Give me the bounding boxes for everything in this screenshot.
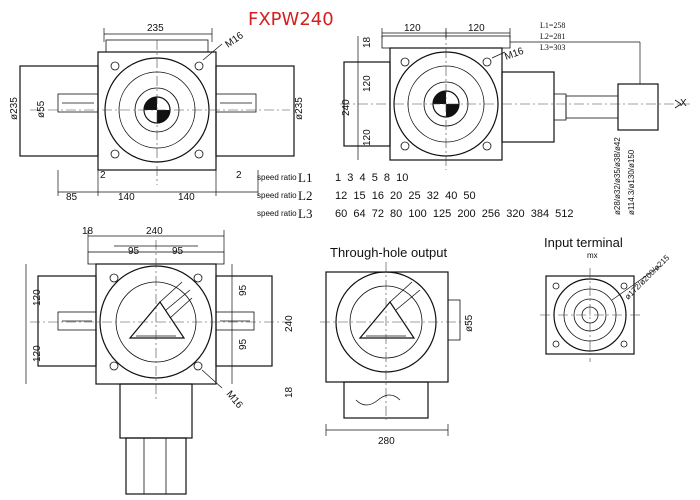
label-input-flange: ø172/ø200/ø215: [623, 253, 672, 302]
speed-ratio-label-2: speed ratio: [257, 191, 297, 200]
bottom-left-view: 18 240 95 95 120 120 95 95 240 18 M16: [25, 226, 295, 495]
len-l1: L1=258: [540, 21, 565, 30]
dim-2-a: 2: [100, 170, 106, 181]
caption-input-sub: mx: [587, 251, 598, 260]
dim-120-f: 120: [32, 345, 43, 362]
len-l3: L3=303: [540, 43, 565, 52]
dim-18-b: 18: [82, 226, 94, 237]
dim-140-a: 140: [118, 192, 135, 203]
label-phi55-a: ø55: [36, 100, 47, 118]
label-x: X: [680, 98, 687, 109]
label-shaft-dims: ø28/ø32/ø35/ø38/ø42: [613, 137, 622, 215]
dim-280: 280: [378, 436, 395, 447]
top-left-view: 235 M16 ø55 ø235 ø235 85 140 140 2 2: [9, 23, 305, 203]
label-phi235-a: ø235: [9, 97, 20, 120]
dim-2-b: 2: [236, 170, 242, 181]
len-l2: L2=281: [540, 32, 565, 41]
dim-140-b: 140: [178, 192, 195, 203]
ratio-key-l1: L1: [298, 170, 312, 185]
dim-120-b: 120: [468, 23, 485, 34]
ratio-key-l2: L2: [298, 188, 312, 203]
ratio-values-l2: 12 15 16 20 25 32 40 50: [335, 190, 476, 202]
label-phi55-b: ø55: [464, 314, 475, 332]
label-flange-dims: ø114.3/ø130/ø150: [627, 149, 636, 215]
caption-input-terminal: Input terminal: [544, 235, 623, 250]
speed-ratio-label-1: speed ratio: [257, 173, 297, 182]
dim-240-c: 240: [284, 315, 295, 332]
dim-85: 85: [66, 192, 78, 203]
ratio-values-l1: 1 3 4 5 8 10: [335, 172, 408, 184]
dim-95-b: 95: [172, 246, 184, 257]
dim-240-b: 240: [146, 226, 163, 237]
dim-240-a: 240: [341, 99, 352, 116]
dim-18-c: 18: [284, 386, 295, 398]
dim-18-a: 18: [362, 36, 373, 48]
top-right-view: 120 120 18 120 120 240 M16 L1=258 L2=281…: [340, 21, 690, 215]
dim-120-a: 120: [404, 23, 421, 34]
speed-ratio-label-3: speed ratio: [257, 209, 297, 218]
through-hole-view: Through-hole output 280 ø55: [320, 245, 475, 447]
ratio-key-l3: L3: [298, 206, 312, 221]
caption-through-hole: Through-hole output: [330, 245, 447, 260]
input-terminal-view: Input terminal mx ø172/ø200/ø215: [540, 235, 672, 362]
label-m16-c: M16: [224, 389, 245, 411]
label-m16-a: M16: [223, 30, 246, 50]
dim-235-top: 235: [147, 23, 164, 34]
dim-120-c: 120: [362, 75, 373, 92]
label-phi235-b: ø235: [294, 97, 305, 120]
dim-120-d: 120: [362, 129, 373, 146]
dim-95-d: 95: [238, 338, 249, 350]
model-title: FXPW240: [248, 9, 334, 30]
ratio-values-l3: 60 64 72 80 100 125 200 256 320 384 512: [335, 208, 574, 220]
dim-95-a: 95: [128, 246, 140, 257]
dim-95-c: 95: [238, 284, 249, 296]
dim-120-e: 120: [32, 289, 43, 306]
speed-ratio-table: speed ratio L1 1 3 4 5 8 10 speed ratio …: [257, 170, 574, 221]
